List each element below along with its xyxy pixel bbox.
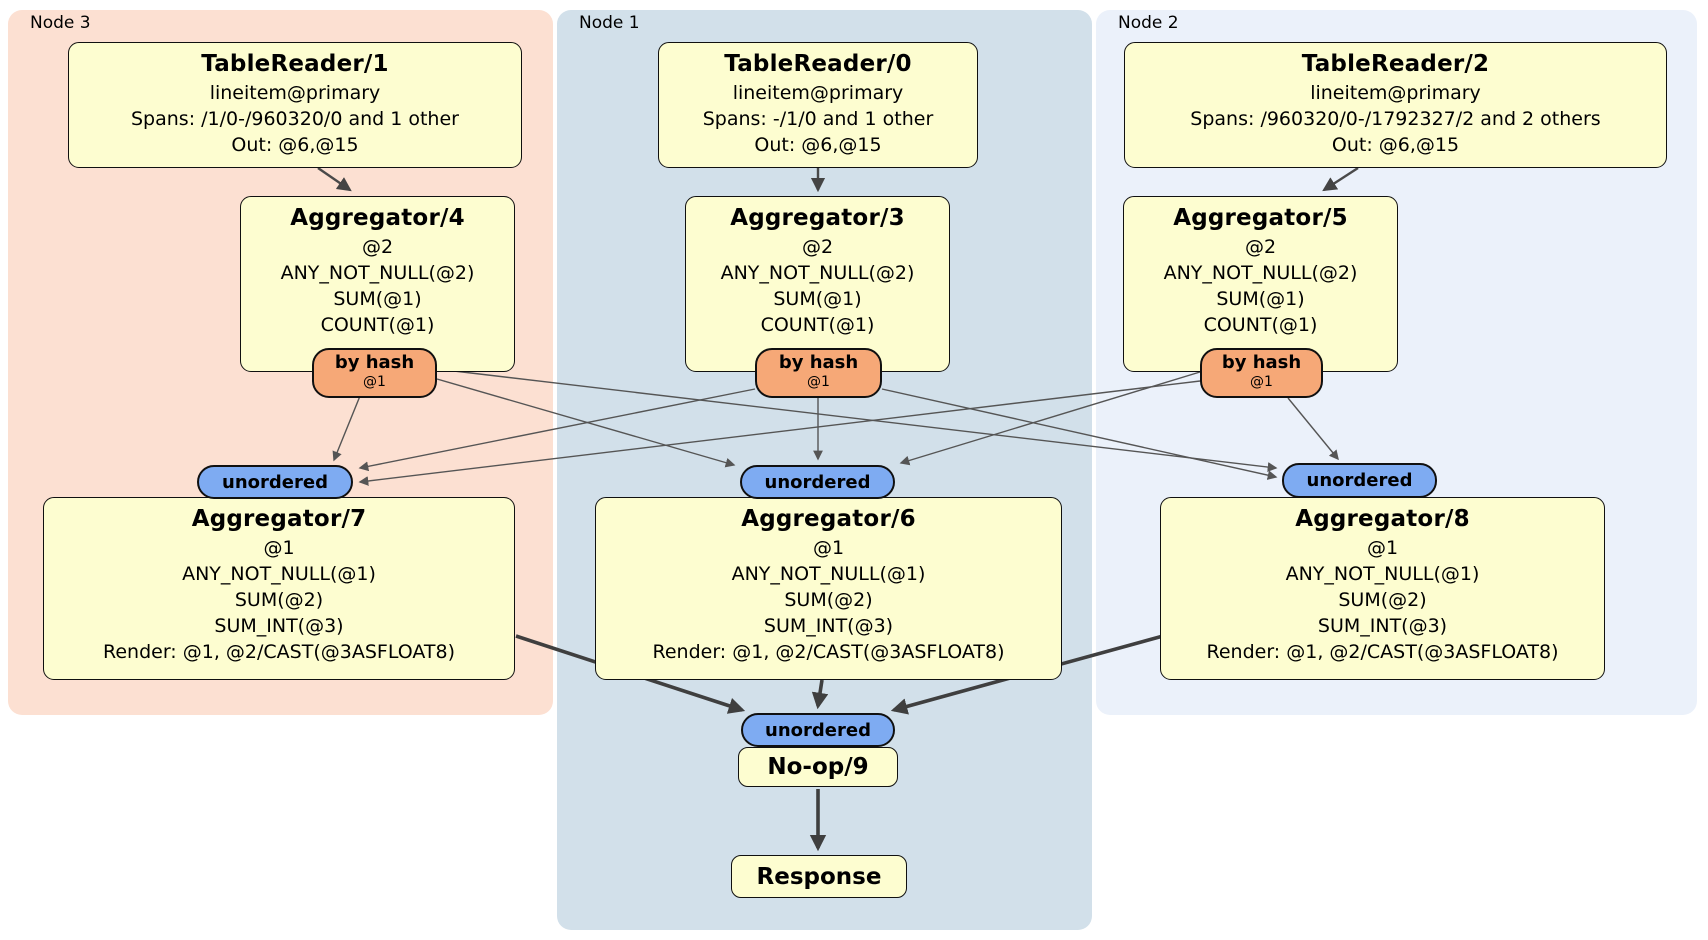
agg-fn: ANY_NOT_NULL(@2) [1163,261,1358,284]
group-key: @2 [801,235,834,258]
agg-fn: SUM(@2) [234,588,324,611]
agg-fn: ANY_NOT_NULL(@1) [1285,562,1480,585]
node-table: lineitem@primary [1310,81,1481,104]
node-title: Aggregator/7 [191,506,367,532]
edges-hash-fanout [332,368,1339,486]
router-key: @1 [807,373,830,390]
node-table: lineitem@primary [732,81,904,104]
agg-fn: SUM(@1) [333,287,422,310]
agg-fn: ANY_NOT_NULL(@2) [720,261,915,284]
router-by-hash-center: by hash @1 [755,348,882,398]
node-aggregator-4: Aggregator/4 @2 ANY_NOT_NULL(@2) SUM(@1)… [240,196,515,372]
agg-fn: SUM(@1) [1216,287,1305,310]
agg-fn: SUM(@2) [1338,588,1427,611]
agg-fn: SUM(@2) [784,588,873,611]
stream-label: unordered [1306,470,1413,491]
stream-unordered-right: unordered [1282,463,1437,498]
router-label: by hash [778,352,859,373]
group-key: @2 [361,235,394,258]
node-response: Response [731,855,907,898]
stream-label: unordered [764,471,871,493]
edges-tablereader-to-aggregator [317,166,1359,193]
stream-label: unordered [765,719,871,741]
render-expr: Render: @1, @2/CAST(@3ASFLOAT8) [1206,640,1559,663]
node-title: Aggregator/5 [1173,205,1348,231]
agg-fn: SUM_INT(@3) [763,614,894,637]
region-label-node-2: Node 2 [1118,13,1179,33]
agg-fn: COUNT(@1) [320,313,435,336]
node-title: Aggregator/4 [290,205,465,231]
stream-unordered-final: unordered [741,713,895,747]
agg-fn: SUM_INT(@3) [214,614,344,637]
router-by-hash-left: by hash @1 [312,348,437,398]
node-title: Aggregator/8 [1295,506,1470,532]
node-title: Aggregator/6 [741,506,916,532]
region-label-node-1: Node 1 [579,13,640,33]
node-title: TableReader/2 [1301,51,1490,77]
agg-fn: COUNT(@1) [1203,313,1318,336]
node-title: Aggregator/3 [730,205,905,231]
node-aggregator-3: Aggregator/3 @2 ANY_NOT_NULL(@2) SUM(@1)… [685,196,950,372]
router-label: by hash [334,352,415,373]
stream-unordered-left: unordered [197,465,353,499]
node-noop-9: No-op/9 [738,747,898,787]
node-title: No-op/9 [767,754,869,780]
router-key: @1 [1250,373,1273,390]
node-title: TableReader/1 [201,51,389,77]
node-tablereader-0: TableReader/0 lineitem@primary Spans: -/… [658,42,978,168]
node-aggregator-6: Aggregator/6 @1 ANY_NOT_NULL(@1) SUM(@2)… [595,497,1062,680]
group-key: @1 [1366,536,1399,559]
router-by-hash-right: by hash @1 [1200,348,1323,398]
stream-label: unordered [222,471,328,493]
node-spans: Spans: /960320/0-/1792327/2 and 2 others [1190,107,1601,130]
node-aggregator-5: Aggregator/5 @2 ANY_NOT_NULL(@2) SUM(@1)… [1123,196,1398,372]
render-expr: Render: @1, @2/CAST(@3ASFLOAT8) [652,640,1005,663]
region-label-node-3: Node 3 [30,13,91,33]
node-tablereader-2: TableReader/2 lineitem@primary Spans: /9… [1124,42,1667,168]
group-key: @1 [812,536,845,559]
node-table: lineitem@primary [209,81,381,104]
agg-fn: ANY_NOT_NULL(@2) [280,261,475,284]
agg-fn: SUM_INT(@3) [1317,614,1448,637]
group-key: @2 [1244,235,1277,258]
agg-fn: SUM(@1) [773,287,862,310]
node-out: Out: @6,@15 [754,133,882,156]
agg-fn: COUNT(@1) [760,313,875,336]
node-title: TableReader/0 [724,51,912,77]
agg-fn: ANY_NOT_NULL(@1) [182,562,376,585]
router-key: @1 [363,373,386,390]
node-spans: Spans: -/1/0 and 1 other [702,107,934,130]
stream-unordered-center: unordered [740,465,895,499]
node-tablereader-1: TableReader/1 lineitem@primary Spans: /1… [68,42,522,168]
node-spans: Spans: /1/0-/960320/0 and 1 other [131,107,459,130]
node-aggregator-7: Aggregator/7 @1 ANY_NOT_NULL(@1) SUM(@2)… [43,497,515,680]
router-label: by hash [1221,352,1302,373]
render-expr: Render: @1, @2/CAST(@3ASFLOAT8) [103,640,455,663]
node-out: Out: @6,@15 [1331,133,1460,156]
group-key: @1 [263,536,295,559]
node-title: Response [756,863,882,890]
node-out: Out: @6,@15 [231,133,359,156]
agg-fn: ANY_NOT_NULL(@1) [731,562,926,585]
node-aggregator-8: Aggregator/8 @1 ANY_NOT_NULL(@1) SUM(@2)… [1160,497,1605,680]
